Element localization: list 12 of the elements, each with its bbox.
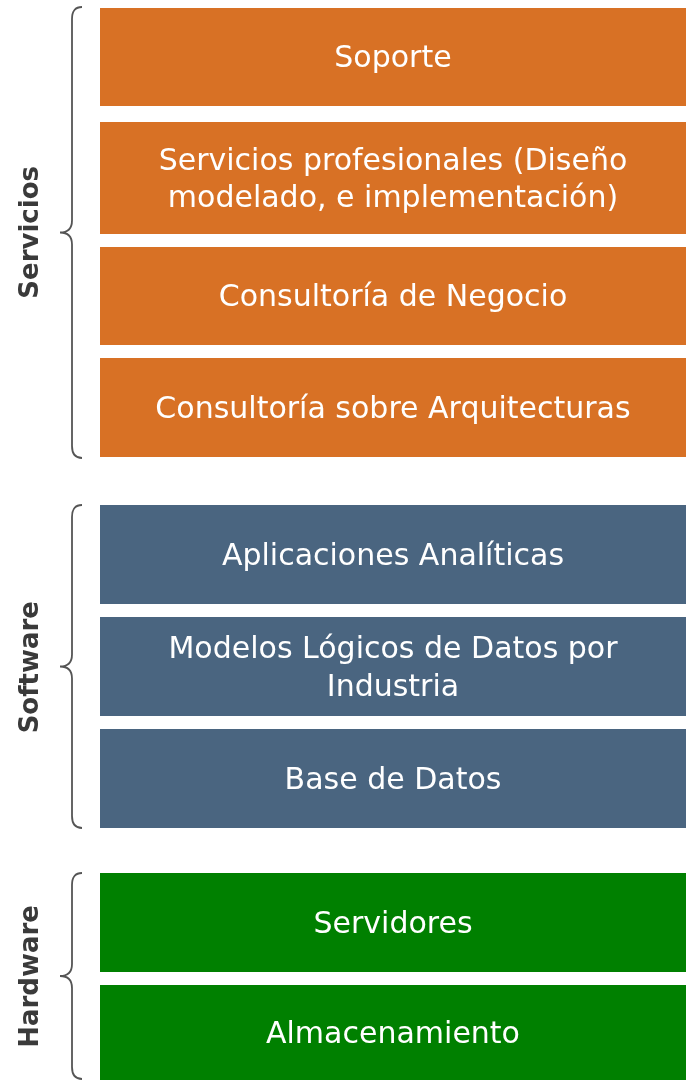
layer-box: Aplicaciones Analíticas [100, 505, 686, 604]
group-label: Software [14, 600, 44, 733]
group-label: Hardware [14, 904, 44, 1048]
layer-box: Consultoría de Negocio [100, 247, 686, 345]
layer-box: Soporte [100, 8, 686, 106]
group-label: Servicios [14, 166, 44, 299]
layer-box: Servicios profesionales (Diseño modelado, e implementación) [100, 122, 686, 234]
layer-box: Modelos Lógicos de Datos por Industria [100, 617, 686, 716]
layer-box: Base de Datos [100, 729, 686, 828]
layer-box: Servidores [100, 873, 686, 972]
layer-box: Almacenamiento [100, 985, 686, 1080]
layer-box: Consultoría sobre Arquitecturas [100, 358, 686, 457]
